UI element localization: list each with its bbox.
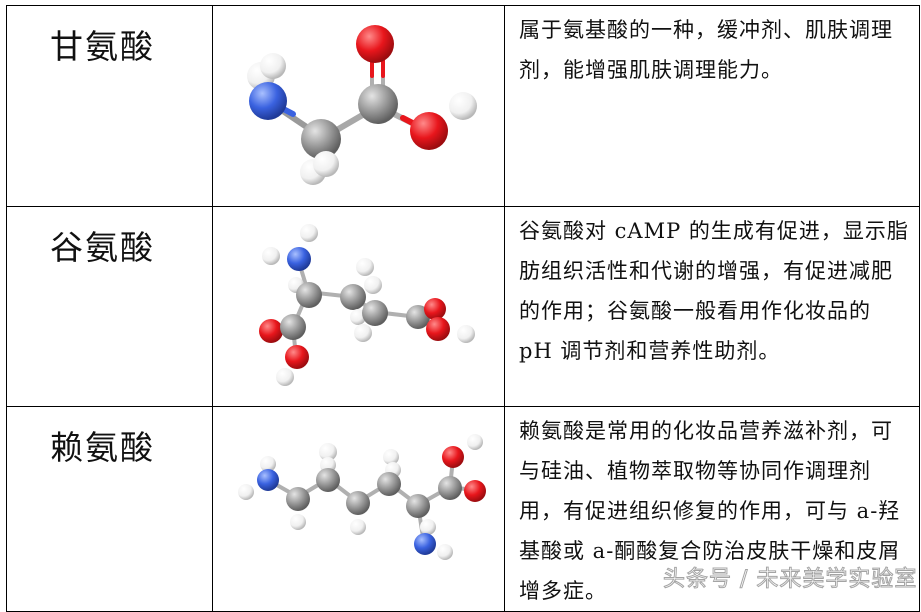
glycine-molecule-image bbox=[247, 25, 477, 185]
table-row-lysine: 赖氨酸 bbox=[6, 406, 920, 612]
description-cell: 属于氨基酸的一种，缓冲剂、肌肤调理剂，能增强肌肤调理能力。 bbox=[504, 5, 920, 207]
description-cell: 赖氨酸是常用的化妆品营养滋补剂，可与硅油、植物萃取物等协同作调理剂用，有促进组织… bbox=[504, 406, 920, 612]
amino-acid-description: 属于氨基酸的一种，缓冲剂、肌肤调理剂，能增强肌肤调理能力。 bbox=[519, 18, 893, 82]
amino-acid-name: 甘氨酸 bbox=[50, 27, 155, 66]
amino-acid-table: 甘氨酸 bbox=[6, 5, 920, 612]
amino-acid-name: 谷氨酸 bbox=[50, 228, 155, 267]
amino-acid-description: 谷氨酸对 cAMP 的生成有促进，显示脂肪组织活性和代谢的增强，有促进减肥的作用… bbox=[519, 219, 909, 363]
table-row-glutamic-acid: 谷氨酸 bbox=[6, 206, 920, 407]
name-cell: 谷氨酸 bbox=[6, 206, 213, 407]
amino-acid-description: 赖氨酸是常用的化妆品营养滋补剂，可与硅油、植物萃取物等协同作调理剂用，有促进组织… bbox=[519, 419, 901, 603]
lysine-molecule-image bbox=[238, 434, 486, 560]
description-cell: 谷氨酸对 cAMP 的生成有促进，显示脂肪组织活性和代谢的增强，有促进减肥的作用… bbox=[504, 206, 920, 407]
molecule-cell bbox=[212, 406, 505, 612]
amino-acid-name: 赖氨酸 bbox=[50, 428, 155, 467]
name-cell: 赖氨酸 bbox=[6, 406, 213, 612]
molecule-cell bbox=[212, 206, 505, 407]
name-cell: 甘氨酸 bbox=[6, 5, 213, 207]
glutamic-acid-molecule-image bbox=[259, 224, 475, 386]
molecule-cell bbox=[212, 5, 505, 207]
table-row-glycine: 甘氨酸 bbox=[6, 5, 920, 207]
watermark: 头条号 / 未来美学实验室 bbox=[662, 567, 918, 593]
